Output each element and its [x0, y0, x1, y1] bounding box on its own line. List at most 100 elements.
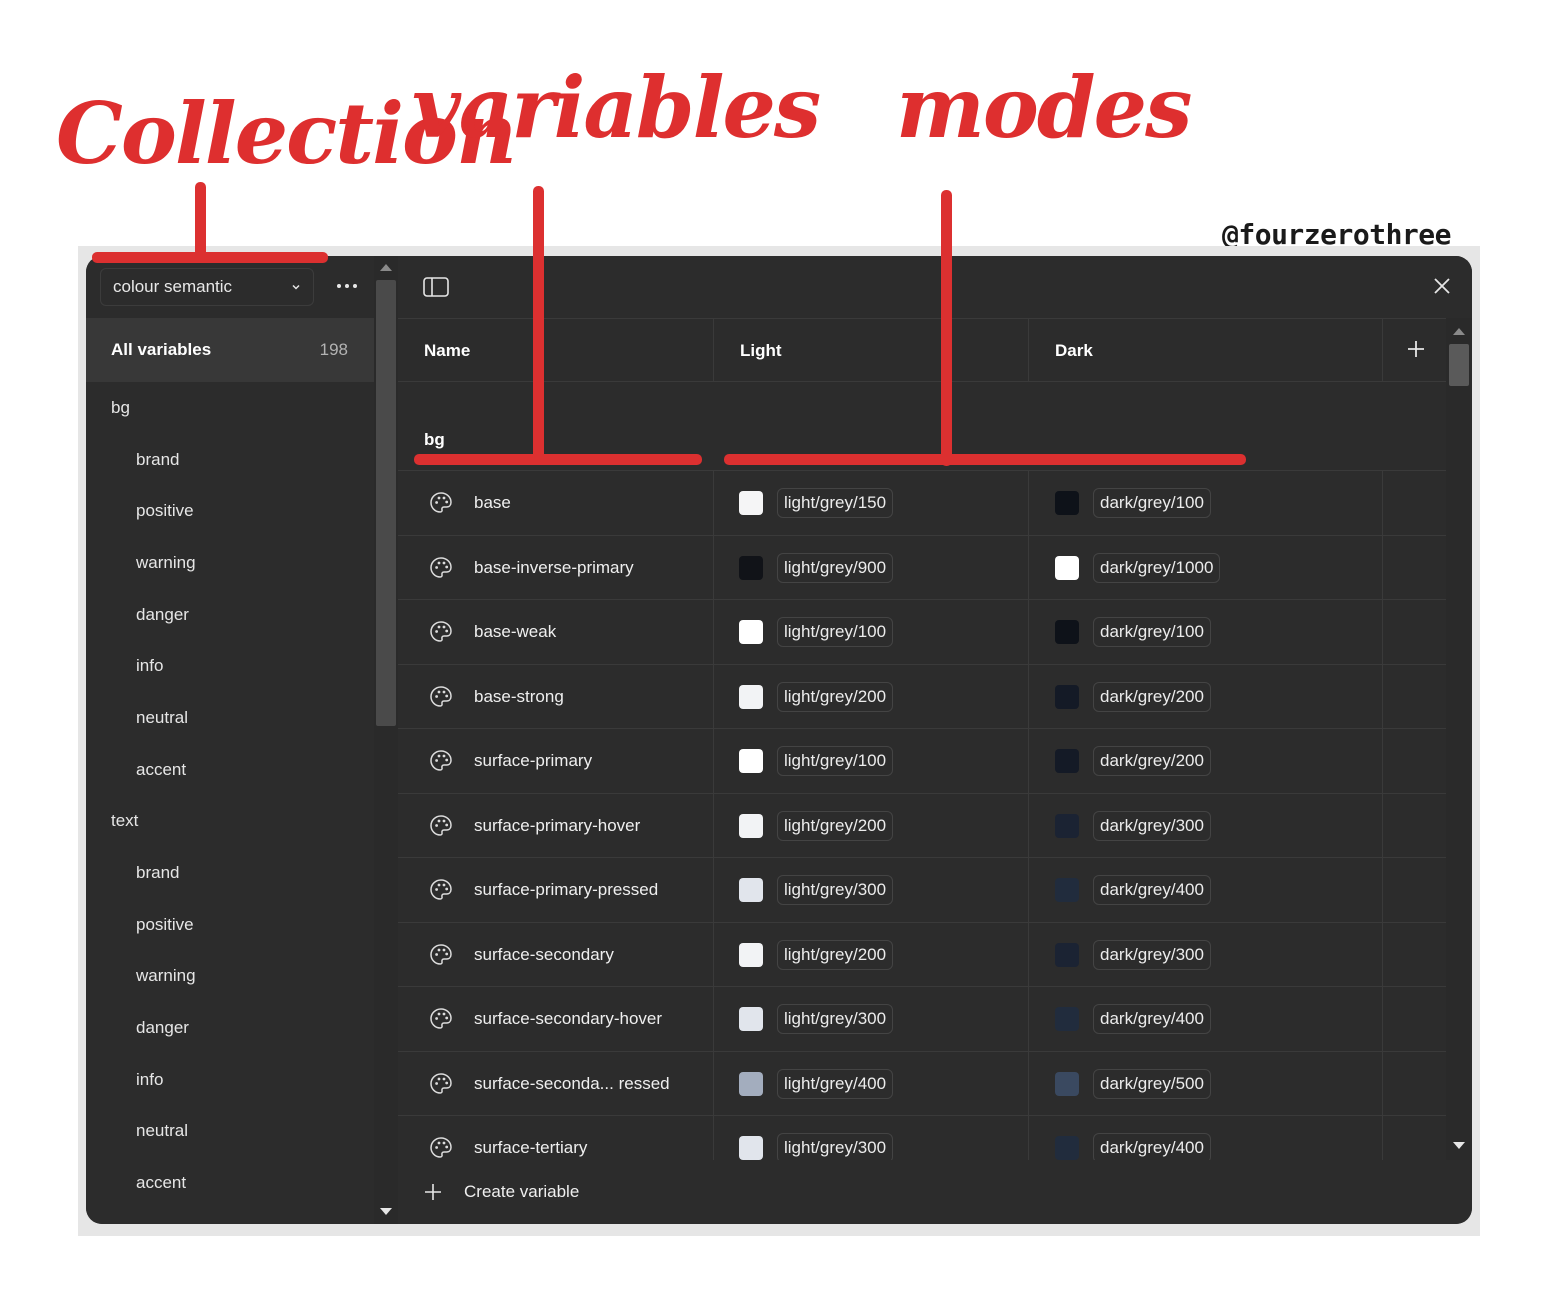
table-scrollbar-thumb[interactable] [1449, 344, 1469, 386]
variable-name-cell[interactable]: surface-primary [428, 729, 592, 793]
variable-name-cell[interactable]: surface-tertiary [428, 1116, 587, 1160]
light-value-pill[interactable]: light/grey/300 [777, 1133, 894, 1160]
light-value-cell[interactable]: light/grey/100 [739, 729, 894, 793]
sidebar-group-item[interactable]: danger [86, 1002, 374, 1054]
all-variables-item[interactable]: All variables 198 [86, 318, 374, 382]
more-icon[interactable] [332, 274, 362, 298]
light-value-cell[interactable]: light/grey/150 [739, 471, 894, 535]
light-value-cell[interactable]: light/grey/900 [739, 536, 894, 600]
dark-color-swatch[interactable] [1055, 1136, 1079, 1160]
light-value-pill[interactable]: light/grey/400 [777, 1068, 894, 1099]
sidebar-group-item[interactable]: warning [86, 951, 374, 1003]
sidebar-group-item[interactable]: accent [86, 744, 374, 796]
sidebar-group-item[interactable]: warning [86, 537, 374, 589]
dark-value-cell[interactable]: dark/grey/200 [1055, 729, 1211, 793]
sidebar-scroll-down-icon[interactable] [380, 1208, 392, 1215]
dark-value-pill[interactable]: dark/grey/400 [1093, 1004, 1211, 1034]
sidebar-scroll-up-icon[interactable] [380, 264, 392, 271]
dark-color-swatch[interactable] [1055, 555, 1079, 580]
light-color-swatch[interactable] [739, 491, 763, 515]
light-value-pill[interactable]: light/grey/900 [777, 552, 894, 583]
sidebar-group-item[interactable]: danger [86, 589, 374, 641]
light-value-pill[interactable]: light/grey/100 [777, 617, 894, 647]
dark-color-swatch[interactable] [1055, 878, 1079, 902]
table-row[interactable]: surface-primary light/grey/100 dark/grey/2… [398, 729, 1446, 794]
sidebar-group-item[interactable]: text [86, 796, 374, 848]
create-variable-button[interactable]: Create variable [398, 1160, 1472, 1224]
dark-value-pill[interactable]: dark/grey/100 [1093, 617, 1211, 647]
dark-value-pill[interactable]: dark/grey/500 [1093, 1068, 1211, 1099]
sidebar-group-item[interactable]: brand [86, 847, 374, 899]
dark-value-cell[interactable]: dark/grey/400 [1055, 987, 1211, 1051]
dark-color-swatch[interactable] [1055, 491, 1079, 515]
light-value-pill[interactable]: light/grey/100 [777, 746, 894, 776]
table-row[interactable]: surface-seconda... ressed light/grey/400 d… [398, 1052, 1446, 1116]
sidebar-group-item[interactable]: accent [86, 1157, 374, 1209]
sidebar-group-item[interactable]: brand [86, 434, 374, 486]
light-value-cell[interactable]: light/grey/200 [739, 794, 894, 858]
table-row[interactable]: surface-primary-pressed light/grey/300 dar… [398, 858, 1446, 923]
light-color-swatch[interactable] [739, 749, 763, 773]
variable-name-cell[interactable]: surface-seconda... ressed [428, 1052, 670, 1116]
dark-color-swatch[interactable] [1055, 942, 1079, 967]
sidebar-group-item[interactable]: positive [86, 485, 374, 537]
sidebar-scrollbar-thumb[interactable] [376, 280, 396, 726]
variable-name-cell[interactable]: base-strong [428, 665, 564, 729]
dark-value-pill[interactable]: dark/grey/400 [1093, 1133, 1211, 1160]
sidebar-group-item[interactable]: info [86, 1054, 374, 1106]
dark-color-swatch[interactable] [1055, 684, 1079, 709]
dark-value-pill[interactable]: dark/grey/400 [1093, 875, 1211, 905]
light-color-swatch[interactable] [739, 878, 763, 902]
light-color-swatch[interactable] [739, 942, 763, 967]
dark-value-pill[interactable]: dark/grey/200 [1093, 681, 1211, 712]
light-color-swatch[interactable] [739, 1136, 763, 1160]
light-value-pill[interactable]: light/grey/200 [777, 939, 894, 970]
sidebar-group-item[interactable]: info [86, 640, 374, 692]
collection-select[interactable]: colour semantic [100, 268, 314, 306]
variable-name-cell[interactable]: surface-primary-pressed [428, 858, 658, 922]
light-value-pill[interactable]: light/grey/300 [777, 1004, 894, 1034]
dark-value-cell[interactable]: dark/grey/100 [1055, 600, 1211, 664]
dark-value-cell[interactable]: dark/grey/300 [1055, 923, 1211, 987]
table-row[interactable]: base-inverse-primary light/grey/900 dark/g… [398, 536, 1446, 600]
dark-color-swatch[interactable] [1055, 620, 1079, 644]
light-value-cell[interactable]: light/grey/300 [739, 858, 894, 922]
dark-value-cell[interactable]: dark/grey/400 [1055, 858, 1211, 922]
sidebar-group-item[interactable]: neutral [86, 1106, 374, 1158]
add-mode-plus-icon[interactable] [1406, 339, 1426, 359]
close-icon[interactable] [1432, 276, 1452, 296]
light-value-cell[interactable]: light/grey/200 [739, 923, 894, 987]
light-value-cell[interactable]: light/grey/100 [739, 600, 894, 664]
variable-name-cell[interactable]: surface-primary-hover [428, 794, 640, 858]
table-scroll-up-icon[interactable] [1453, 328, 1465, 335]
dark-color-swatch[interactable] [1055, 1007, 1079, 1031]
dark-value-cell[interactable]: dark/grey/200 [1055, 665, 1211, 729]
dark-value-cell[interactable]: dark/grey/1000 [1055, 536, 1221, 600]
light-value-pill[interactable]: light/grey/200 [777, 810, 894, 841]
light-value-pill[interactable]: light/grey/200 [777, 681, 894, 712]
table-scroll-down-icon[interactable] [1453, 1142, 1465, 1149]
sidebar-panel-icon[interactable] [423, 276, 449, 298]
dark-value-pill[interactable]: dark/grey/1000 [1093, 552, 1221, 583]
dark-color-swatch[interactable] [1055, 1071, 1079, 1096]
light-color-swatch[interactable] [739, 555, 763, 580]
dark-color-swatch[interactable] [1055, 749, 1079, 773]
dark-value-cell[interactable]: dark/grey/500 [1055, 1052, 1211, 1116]
light-value-pill[interactable]: light/grey/150 [777, 488, 894, 518]
column-light[interactable]: Light [740, 340, 782, 360]
table-row[interactable]: surface-secondary light/grey/200 dark/grey… [398, 923, 1446, 987]
table-row[interactable]: base-strong light/grey/200 dark/grey/200 [398, 665, 1446, 729]
variable-name-cell[interactable]: base [428, 471, 511, 535]
column-dark[interactable]: Dark [1055, 340, 1093, 360]
light-color-swatch[interactable] [739, 684, 763, 709]
light-value-cell[interactable]: light/grey/300 [739, 987, 894, 1051]
variable-name-cell[interactable]: surface-secondary [428, 923, 614, 987]
light-color-swatch[interactable] [739, 813, 763, 838]
dark-color-swatch[interactable] [1055, 813, 1079, 838]
variable-name-cell[interactable]: base-inverse-primary [428, 536, 634, 600]
sidebar-group-item[interactable]: bg [86, 382, 374, 434]
